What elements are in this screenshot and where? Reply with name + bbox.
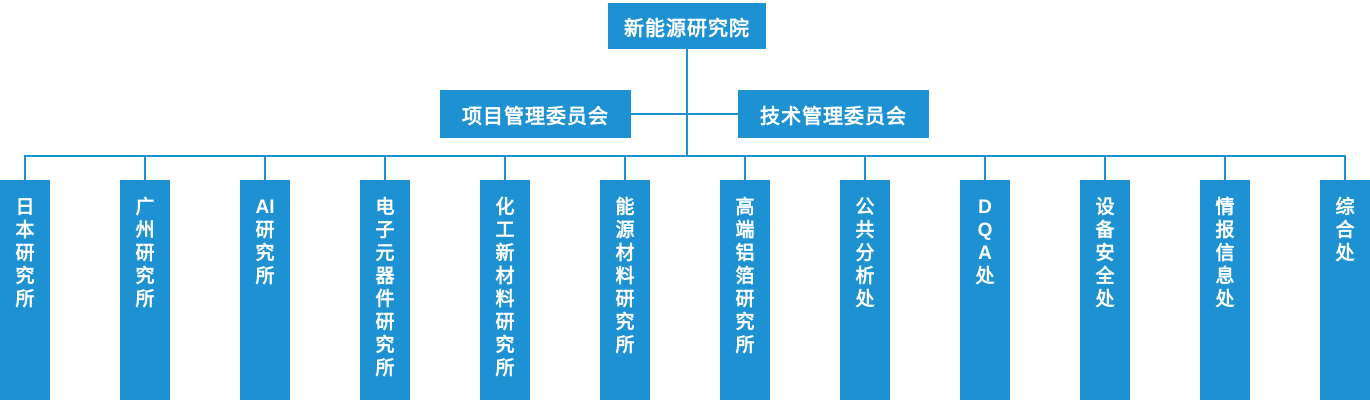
drop-connector	[24, 156, 26, 180]
drop-connector	[504, 156, 506, 180]
department-label-char: 析	[855, 266, 875, 287]
department-label-char: 究	[495, 335, 515, 356]
department-label-char: 铝	[735, 243, 755, 264]
department-label-char: 研	[15, 243, 35, 264]
department-box: 能源材料研究所	[600, 180, 650, 400]
department-label-char: 所	[255, 266, 275, 287]
department-label-char: Q	[977, 220, 993, 241]
department-label-char: 所	[15, 289, 35, 310]
department-label-char: 全	[1095, 266, 1115, 287]
department-label-char: 广	[135, 197, 155, 218]
drop-connector	[1224, 156, 1226, 180]
department-label-char: A	[978, 243, 992, 264]
department-label-char: 化	[495, 197, 515, 218]
department-label-char: 材	[495, 266, 515, 287]
drop-connector	[264, 156, 266, 180]
department-box: 化工新材料研究所	[480, 180, 530, 400]
department-label-char: 报	[1215, 220, 1235, 241]
department-label-char: 研	[735, 289, 755, 310]
department-box: 情报信息处	[1200, 180, 1250, 400]
drop-connector	[384, 156, 386, 180]
department-label-char: 子	[375, 220, 395, 241]
department-label-char: 材	[615, 243, 635, 264]
drop-connector	[744, 156, 746, 180]
department-label-char: 处	[1335, 243, 1355, 264]
department-label-char: 研	[495, 312, 515, 333]
department-label-char: 本	[15, 220, 35, 241]
department-label-char: 源	[615, 220, 635, 241]
drop-connector	[144, 156, 146, 180]
department-label-char: 能	[615, 197, 635, 218]
department-label-char: 电	[375, 197, 395, 218]
department-box: 日本研究所	[0, 180, 50, 400]
drop-connector	[1104, 156, 1106, 180]
drop-connector	[984, 156, 986, 180]
department-label-char: 共	[855, 220, 875, 241]
department-label-char: 公	[855, 197, 875, 218]
department-label-char: 研	[255, 220, 275, 241]
department-label-char: 究	[135, 266, 155, 287]
committee-node-project-management: 项目管理委员会	[440, 90, 631, 138]
department-label-char: AI	[255, 197, 275, 218]
committee-node-technology-management: 技术管理委员会	[738, 90, 929, 138]
department-label-char: 究	[375, 335, 395, 356]
drop-connector	[864, 156, 866, 180]
department-label-char: 处	[1215, 289, 1235, 310]
trunk-connector	[686, 49, 688, 157]
department-label-char: 元	[375, 243, 395, 264]
department-label-char: 处	[855, 289, 875, 310]
department-label-char: 研	[135, 243, 155, 264]
department-label-char: 综	[1335, 197, 1355, 218]
department-label-char: 日	[15, 197, 35, 218]
department-label-char: 究	[615, 312, 635, 333]
department-label-char: 新	[495, 243, 515, 264]
department-label-char: 所	[375, 358, 395, 379]
department-label-char: 信	[1215, 243, 1235, 264]
department-label-char: 究	[735, 312, 755, 333]
department-label-char: 所	[135, 289, 155, 310]
department-label-char: 处	[975, 266, 995, 287]
department-label-char: 端	[735, 220, 755, 241]
department-label-char: 究	[15, 266, 35, 287]
department-label-char: 料	[615, 266, 635, 287]
department-label-char: 工	[495, 220, 515, 241]
department-box: 设备安全处	[1080, 180, 1130, 400]
department-box: 综合处	[1320, 180, 1370, 400]
root-node: 新能源研究院	[608, 3, 766, 49]
department-box: 公共分析处	[840, 180, 890, 400]
department-label-char: 情	[1215, 197, 1235, 218]
department-label-char: 分	[855, 243, 875, 264]
department-label-char: 设	[1095, 197, 1115, 218]
department-label-char: 所	[735, 335, 755, 356]
department-label-char: 州	[135, 220, 155, 241]
row-connector	[24, 155, 1346, 157]
department-label-char: 高	[735, 197, 755, 218]
department-label-char: 器	[375, 266, 395, 287]
department-box: 电子元器件研究所	[360, 180, 410, 400]
drop-connector	[1344, 156, 1346, 180]
department-label-char: 料	[495, 289, 515, 310]
drop-connector	[624, 156, 626, 180]
department-label-char: 处	[1095, 289, 1115, 310]
department-label-char: D	[978, 197, 992, 218]
department-label-char: 息	[1215, 266, 1235, 287]
department-label-char: 备	[1095, 220, 1115, 241]
department-label-char: 件	[375, 289, 395, 310]
department-label-char: 所	[615, 335, 635, 356]
department-box: 高端铝箔研究所	[720, 180, 770, 400]
department-label-char: 究	[255, 243, 275, 264]
department-label-char: 研	[375, 312, 395, 333]
department-label-char: 箔	[735, 266, 755, 287]
department-label-char: 安	[1095, 243, 1115, 264]
department-box: 广州研究所	[120, 180, 170, 400]
department-label-char: 所	[495, 358, 515, 379]
department-label-char: 研	[615, 289, 635, 310]
committee-connector	[631, 113, 738, 115]
department-label-char: 合	[1335, 220, 1355, 241]
